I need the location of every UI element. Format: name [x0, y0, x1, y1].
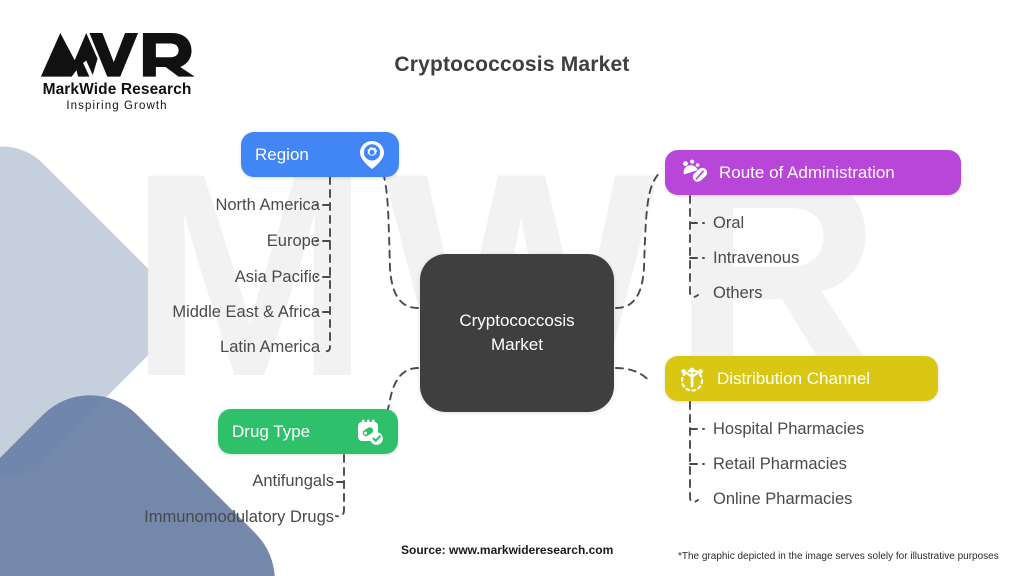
leaf-region-asia-pacific: Asia Pacific: [234, 268, 320, 286]
connector-region: [377, 159, 419, 309]
distribution-icon: [679, 364, 707, 394]
spine-region: [321, 176, 331, 353]
decorative-shape-light: [0, 122, 192, 502]
center-node: Cryptococcosis Market: [420, 254, 614, 412]
pill-check-icon: [356, 418, 384, 446]
leaf-route-intravenous: Intravenous: [713, 249, 800, 267]
mwr-logo-mark: [40, 32, 195, 77]
leaf-region-latin-america: Latin America: [220, 338, 320, 356]
disclaimer-text: *The graphic depicted in the image serve…: [678, 551, 999, 562]
branch-label-distribution-channel: Distribution Channel: [717, 368, 871, 388]
spine-distribution: [689, 401, 699, 503]
branch-badge-region[interactable]: Region: [241, 132, 399, 177]
connector-distribution: [615, 367, 651, 383]
leaf-region-middle-east-africa: Middle East & Africa: [172, 303, 320, 321]
center-node-line2: Market: [491, 335, 543, 354]
branch-label-drug-type: Drug Type: [232, 421, 311, 441]
leaf-region-north-america: North America: [215, 196, 320, 214]
leaf-dist-retail-pharmacies: Retail Pharmacies: [713, 455, 847, 473]
source-text: Source: www.markwideresearch.com: [401, 543, 614, 557]
branch-badge-route-of-administration[interactable]: Route of Administration: [665, 150, 961, 195]
spine-drug: [335, 454, 345, 518]
leaf-dist-hospital-pharmacies: Hospital Pharmacies: [713, 420, 865, 438]
branch-badge-distribution-channel[interactable]: Distribution Channel: [665, 356, 938, 401]
connector-route: [615, 171, 661, 309]
center-node-line1: Cryptococcosis: [459, 310, 575, 330]
capsule-icon: [679, 159, 709, 187]
spine-route: [689, 195, 699, 298]
leaf-drug-immunomodulatory: Immunomodulatory Drugs: [144, 508, 334, 526]
branch-label-route-of-administration: Route of Administration: [719, 162, 895, 182]
location-gear-icon: [359, 140, 385, 170]
branch-badge-drug-type[interactable]: Drug Type: [218, 409, 398, 454]
brand-logo: MarkWide Research Inspiring Growth: [22, 28, 212, 112]
page-title: Cryptococcosis Market: [394, 53, 630, 76]
brand-tagline: Inspiring Growth: [66, 100, 168, 112]
leaf-dist-online-pharmacies: Online Pharmacies: [713, 490, 853, 508]
leaf-drug-antifungals: Antifungals: [252, 472, 334, 490]
center-node-label: Cryptococcosis Market: [459, 309, 574, 357]
leaf-route-oral: Oral: [713, 214, 745, 232]
leaf-region-europe: Europe: [266, 232, 320, 250]
brand-name: MarkWide Research: [42, 81, 192, 98]
leaf-route-others: Others: [713, 284, 763, 302]
branch-label-region: Region: [255, 144, 309, 164]
